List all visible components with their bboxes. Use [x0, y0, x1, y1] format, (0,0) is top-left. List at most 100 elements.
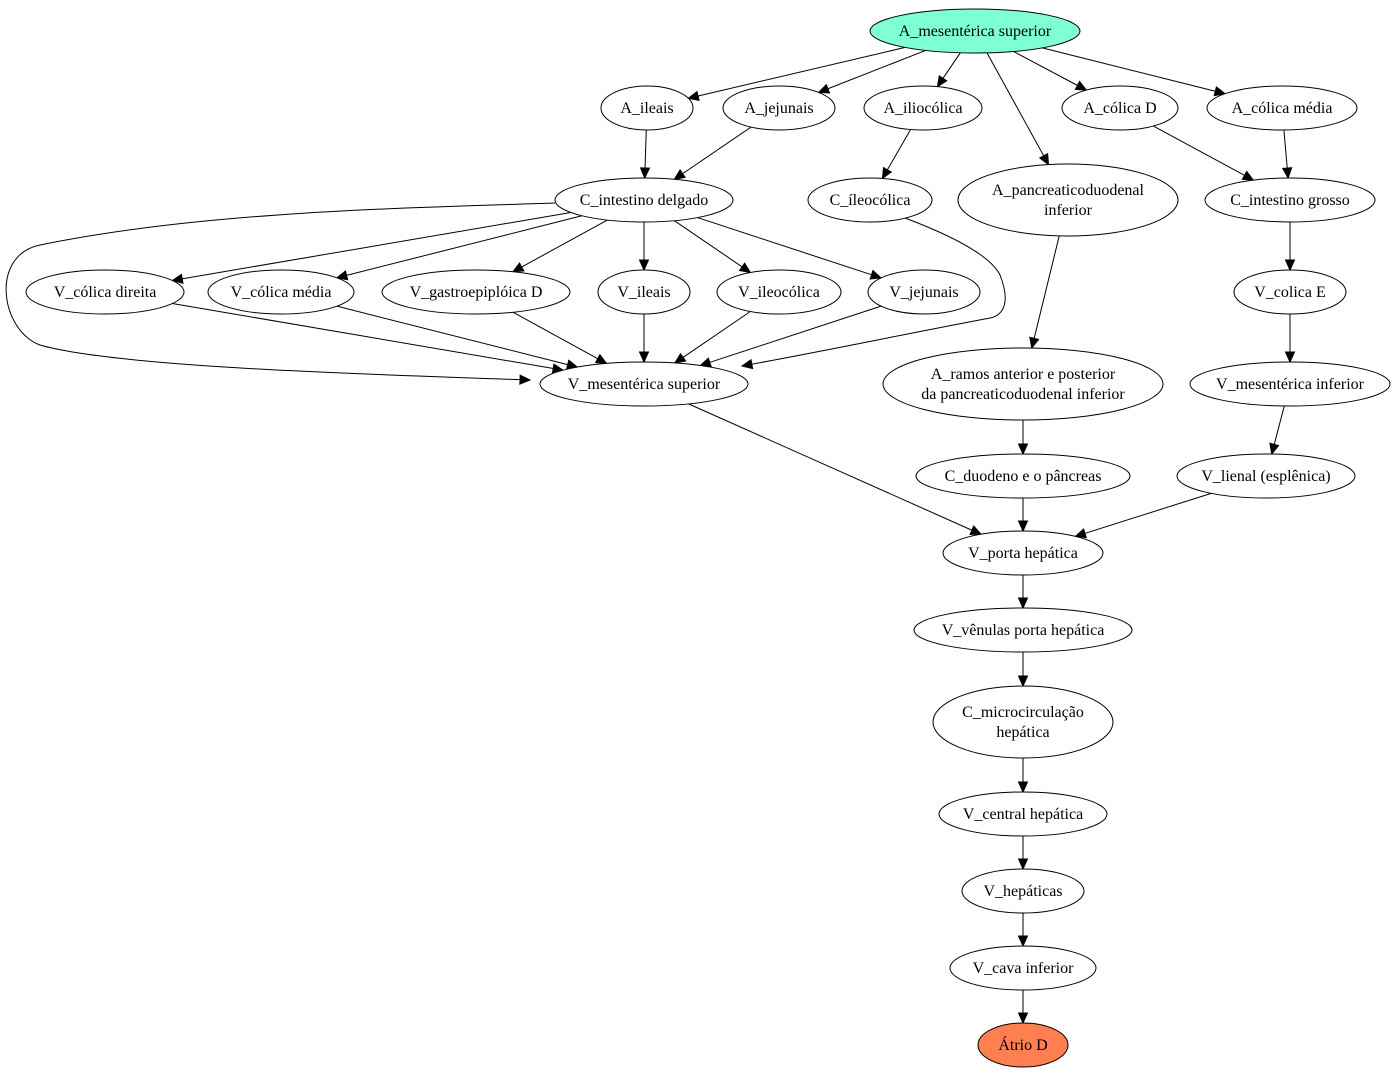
node-label: C_íleocólica — [830, 192, 911, 209]
edge-a_iliocolica-to-c_ileocolica-arrowhead — [881, 166, 893, 180]
node-c-micro: C_microcirculação hepática — [932, 685, 1114, 759]
edge-a_mes_sup-to-a_colica_d-arrowhead — [1074, 80, 1088, 91]
edge-c_intestino_delgado-to-v_ileais-arrowhead — [638, 259, 650, 272]
edge-v_colica_e-to-v_mes_inf-arrowhead — [1284, 351, 1296, 364]
edge-a_mes_sup-to-a_iliocolica-line — [942, 52, 961, 80]
node-a-mes-sup: A_mesentérica superior — [869, 8, 1081, 54]
node-label: V_porta hepática — [968, 545, 1078, 562]
node-ellipse — [1061, 85, 1179, 131]
edge-v_lienal-to-v_porta-line — [1083, 492, 1212, 535]
edge-v_porta-to-v_venulas-arrowhead — [1017, 597, 1029, 610]
edge-a_mes_sup-to-a_colica_d — [1013, 51, 1088, 91]
edge-v_lienal-to-v_porta — [1074, 492, 1212, 539]
node-ellipse — [1233, 269, 1347, 315]
node-label: A_pancreaticoduodenal — [992, 182, 1144, 199]
node-ellipse — [600, 85, 694, 131]
node-label: A_ileais — [620, 100, 673, 117]
node-label: A_iliocólica — [883, 100, 962, 117]
edge-c_duodeno-to-v_porta-arrowhead — [1017, 520, 1029, 533]
node-label: V_lienal (esplênica) — [1201, 468, 1330, 485]
edge-a_mes_sup-to-a_colica_media-arrowhead — [1213, 86, 1227, 97]
edge-v_mes_sup-to-v_porta-line — [688, 403, 973, 532]
node-v-colica-media: V_cólica média — [207, 269, 355, 315]
node-label: V_cava inferior — [973, 960, 1075, 977]
node-label: A_mesentérica superior — [899, 23, 1052, 40]
node-ellipse — [381, 269, 571, 315]
node-label: V_colica E — [1254, 284, 1326, 301]
edge-a_colica_d-to-c_intestino_grosso-arrowhead — [1241, 170, 1255, 181]
node-ellipse — [1176, 453, 1356, 499]
edge-v_ileocolica-to-v_mes_sup-arrowhead — [673, 352, 687, 364]
edge-v_ileais-to-v_mes_sup-arrowhead — [638, 351, 650, 364]
edge-a_iliocolica-to-c_ileocolica — [881, 129, 912, 180]
edge-v_mes_inf-to-v_lienal-arrowhead — [1269, 442, 1280, 456]
node-ellipse — [807, 177, 933, 223]
edge-c_intestino_delgado-to-v_colica_direita-line — [181, 212, 571, 280]
edge-c_ileocolica-to-v_mes_sup — [740, 217, 1006, 370]
node-v-jejunais: V_jejunais — [867, 269, 981, 315]
node-ellipse — [25, 269, 185, 315]
edge-a_jejunais-to-c_intestino_delgado-line — [681, 126, 752, 175]
edge-v_gastro-to-v_mes_sup-line — [512, 311, 599, 360]
node-ellipse — [869, 8, 1081, 54]
edge-v_colica_e-to-v_mes_inf — [1284, 314, 1296, 364]
edge-v_central-to-v_hepaticas — [1017, 836, 1029, 871]
edge-a_colica_media-to-c_intestino_grosso-arrowhead — [1281, 167, 1293, 180]
edge-a_jejunais-to-c_intestino_delgado — [673, 126, 752, 181]
node-ellipse — [949, 945, 1097, 991]
edge-v_hepaticas-to-v_cava — [1017, 913, 1029, 948]
edge-v_mes_sup-to-v_porta — [688, 403, 983, 535]
edge-c_intestino_delgado-to-v_colica_direita — [171, 212, 571, 284]
node-label: C_intestino delgado — [580, 192, 708, 209]
node-a-ileais: A_ileais — [600, 85, 694, 131]
node-label: C_microcirculação — [962, 704, 1084, 721]
node-ellipse — [722, 85, 836, 131]
node-label: inferior — [1044, 202, 1093, 219]
node-v-ileais: V_ileais — [597, 269, 691, 315]
node-ellipse — [882, 347, 1164, 421]
edge-v_cava-to-atrio_d — [1017, 990, 1029, 1025]
edge-v_ileocolica-to-v_mes_sup — [673, 311, 751, 364]
edge-c_intestino_delgado-to-v_ileais — [638, 222, 650, 272]
node-v-hepaticas: V_hepáticas — [961, 868, 1085, 914]
edge-a_mes_sup-to-a_colica_media — [1042, 47, 1227, 97]
edge-c_ileocolica-to-v_mes_sup-line — [741, 217, 1006, 367]
edge-a_iliocolica-to-c_ileocolica-line — [886, 129, 912, 171]
edge-v_lienal-to-v_porta-arrowhead — [1074, 528, 1088, 539]
edge-c_intestino_delgado-to-v_colica_media — [335, 215, 582, 281]
node-label: A_cólica D — [1083, 100, 1156, 117]
edge-v_gastro-to-v_mes_sup — [512, 311, 608, 365]
node-label: hepática — [996, 724, 1049, 741]
edge-c_intestino_delgado-to-v_jejunais — [697, 217, 883, 280]
edge-a_jejunais-to-c_intestino_delgado-arrowhead — [673, 169, 686, 181]
edge-a_pancreat-to-a_ramos-arrowhead — [1029, 336, 1040, 350]
node-label: V_hepáticas — [983, 883, 1062, 900]
node-ellipse — [942, 530, 1104, 576]
node-a-pancreat: A_pancreaticoduodenal inferior — [957, 163, 1179, 237]
node-label: V_cólica média — [231, 284, 332, 301]
edge-v_mes_inf-to-v_lienal — [1269, 405, 1285, 456]
node-label: V_jejunais — [889, 284, 958, 301]
edge-a_mes_sup-to-a_ileais-line — [696, 46, 906, 97]
node-v-ileocolica: V_ileocólica — [716, 269, 842, 315]
edge-a_colica_media-to-c_intestino_grosso-line — [1283, 129, 1288, 170]
edge-a_colica_d-to-c_intestino_grosso-line — [1153, 125, 1246, 177]
edge-a_colica_d-to-c_intestino_grosso — [1153, 125, 1255, 181]
edge-c_intestino_delgado-to-v_gastro-line — [520, 219, 608, 268]
edge-c_intestino_delgado-to-v_colica_media-arrowhead — [335, 270, 349, 281]
node-v-venulas: V_vênulas porta hepática — [913, 607, 1133, 653]
node-v-colica-e: V_colica E — [1233, 269, 1347, 315]
edge-c_intestino_delgado-to-v_colica_media-line — [345, 215, 582, 277]
node-ellipse — [961, 868, 1085, 914]
node-ellipse — [207, 269, 355, 315]
edge-c_micro-to-v_central — [1017, 758, 1029, 794]
node-atrio-d: Átrio D — [977, 1022, 1069, 1068]
edge-c_intestino_delgado-to-v_jejunais-line — [697, 217, 873, 276]
node-ellipse — [957, 163, 1179, 237]
edge-a_mes_sup-to-a_iliocolica — [936, 52, 961, 88]
edge-v_porta-to-v_venulas — [1017, 575, 1029, 610]
edge-v_venulas-to-c_micro-arrowhead — [1017, 675, 1029, 688]
edge-a_pancreat-to-a_ramos-line — [1033, 235, 1060, 340]
